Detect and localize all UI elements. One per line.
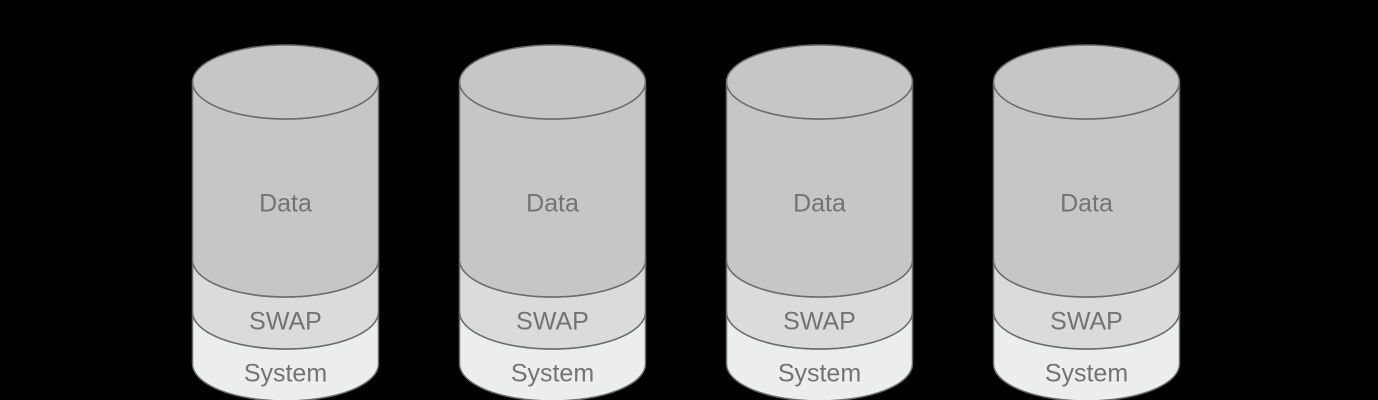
swap-label: SWAP <box>249 308 322 336</box>
disk-top-cap <box>191 44 380 120</box>
system-label: System <box>511 360 594 388</box>
disk-top-cap <box>725 44 914 120</box>
disk-top-cap <box>458 44 647 120</box>
swap-label: SWAP <box>1050 308 1123 336</box>
data-label: Data <box>526 190 579 218</box>
system-label: System <box>1045 360 1128 388</box>
disk-top-cap <box>992 44 1181 120</box>
data-label: Data <box>793 190 846 218</box>
swap-label: SWAP <box>783 308 856 336</box>
system-label: System <box>244 360 327 388</box>
data-label: Data <box>1060 190 1113 218</box>
system-label: System <box>778 360 861 388</box>
swap-label: SWAP <box>516 308 589 336</box>
data-label: Data <box>259 190 312 218</box>
